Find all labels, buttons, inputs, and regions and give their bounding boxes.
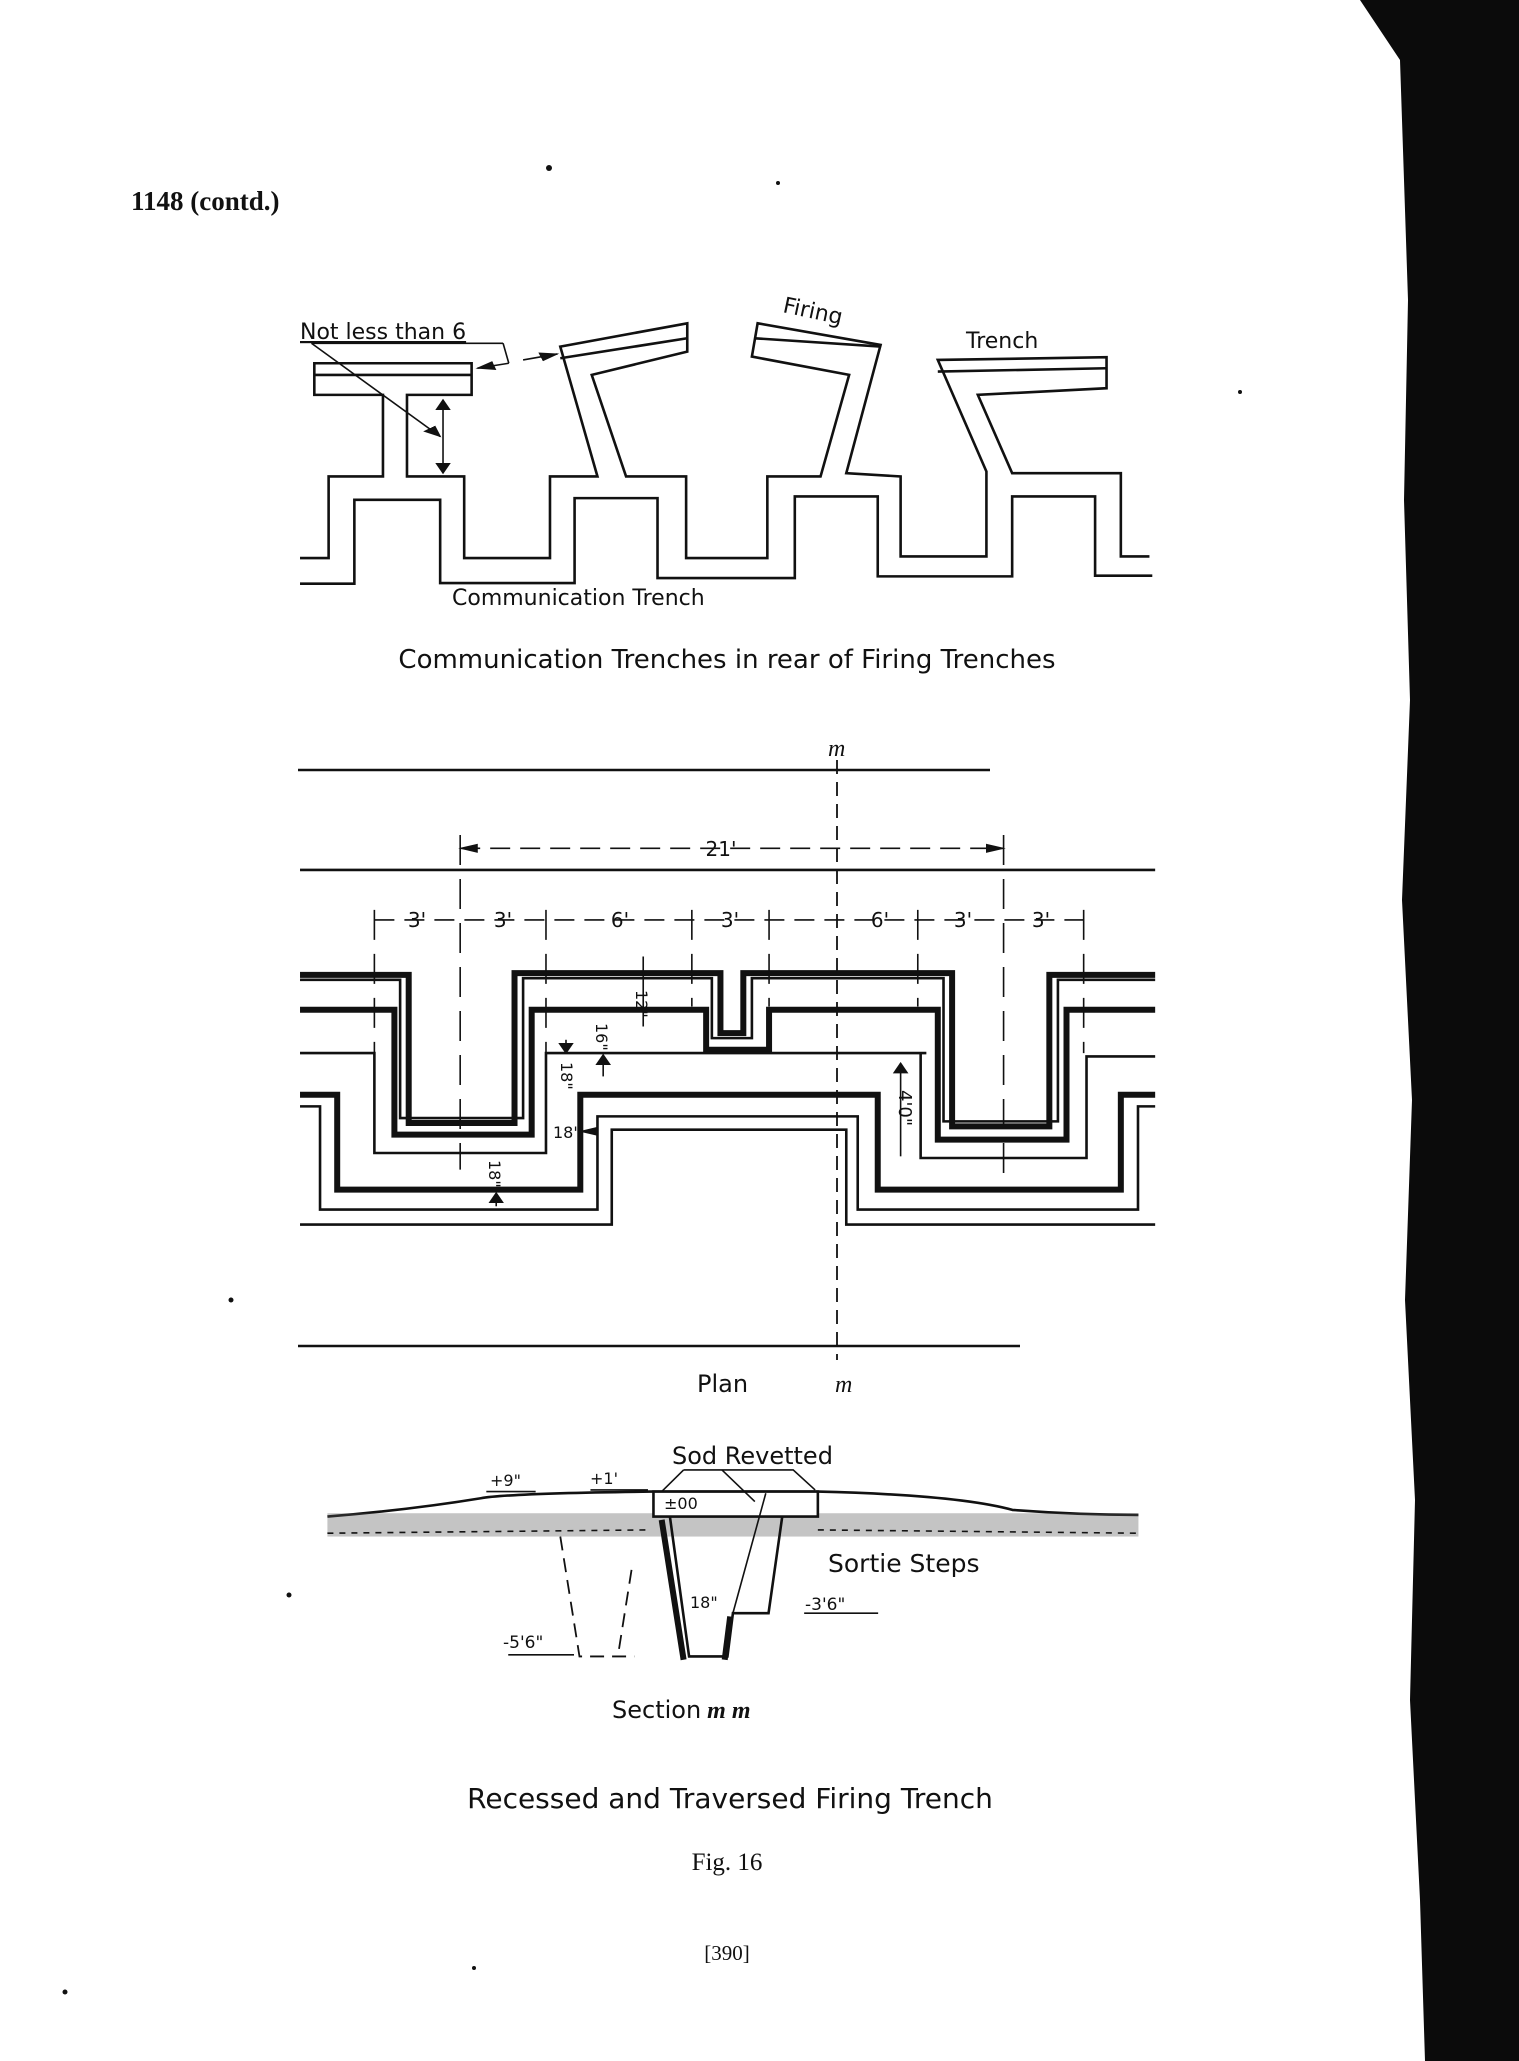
section-mm: m m <box>707 1698 750 1724</box>
dim-18in-b: 18" <box>553 1123 581 1142</box>
dim-3ft-4: 3' <box>954 908 972 932</box>
plan-label: Plan <box>697 1370 748 1398</box>
dim-3ft-2: 3' <box>494 908 512 932</box>
plus-9in-label: +9" <box>490 1471 521 1490</box>
plan-diagram: m <box>298 736 1155 1398</box>
figure-label: Fig. 16 <box>692 1849 763 1876</box>
width-18in-label: 18" <box>690 1593 718 1612</box>
scan-specks <box>62 165 1242 1995</box>
dim-18in-a: 18" <box>557 1062 576 1090</box>
sortie-steps-label: Sortie Steps <box>828 1549 979 1578</box>
communication-trench-label: Communication Trench <box>452 586 705 611</box>
plus-1ft-label: +1' <box>590 1469 618 1488</box>
zero-level-label: ±00 <box>664 1494 698 1513</box>
dim-3ft-3: 3' <box>721 908 739 932</box>
dim-12in: 12" <box>632 990 651 1018</box>
page-header: 1148 (contd.) <box>131 186 280 216</box>
page-number: [390] <box>704 1941 750 1965</box>
trench-label: Trench <box>965 329 1038 354</box>
page-binding-shadow <box>1360 0 1519 2061</box>
section-mark-bottom: m <box>835 1372 852 1398</box>
section-diagram: Sod Revetted +9" +1' ±00 Sortie Steps -3… <box>327 1442 1138 1724</box>
dim-21ft: 21' <box>706 837 737 861</box>
dim-18in-c: 18" <box>485 1160 504 1188</box>
dim-16in: 16" <box>592 1023 611 1051</box>
communication-trench-diagram: Not less than 6 Firing Trench Communicat… <box>300 293 1152 675</box>
dim-3ft-5: 3' <box>1032 908 1050 932</box>
dim-6ft-2: 6' <box>871 908 889 932</box>
firing-label: Firing <box>781 293 845 330</box>
minus-5ft6-label: -5'6" <box>503 1633 543 1653</box>
sod-revetted-label: Sod Revetted <box>672 1442 833 1470</box>
minus-3ft6-label: -3'6" <box>805 1595 845 1615</box>
section-mark-top: m <box>828 736 845 762</box>
top-diagram-caption: Communication Trenches in rear of Firing… <box>398 645 1055 675</box>
figure-title: Recessed and Traversed Firing Trench <box>467 1782 993 1815</box>
distance-label: Not less than 6 <box>300 320 466 345</box>
section-word: Section <box>612 1696 701 1724</box>
dim-3ft-1: 3' <box>408 908 426 932</box>
dim-6ft-1: 6' <box>611 908 629 932</box>
dim-4ft: 4'0" <box>894 1090 915 1126</box>
